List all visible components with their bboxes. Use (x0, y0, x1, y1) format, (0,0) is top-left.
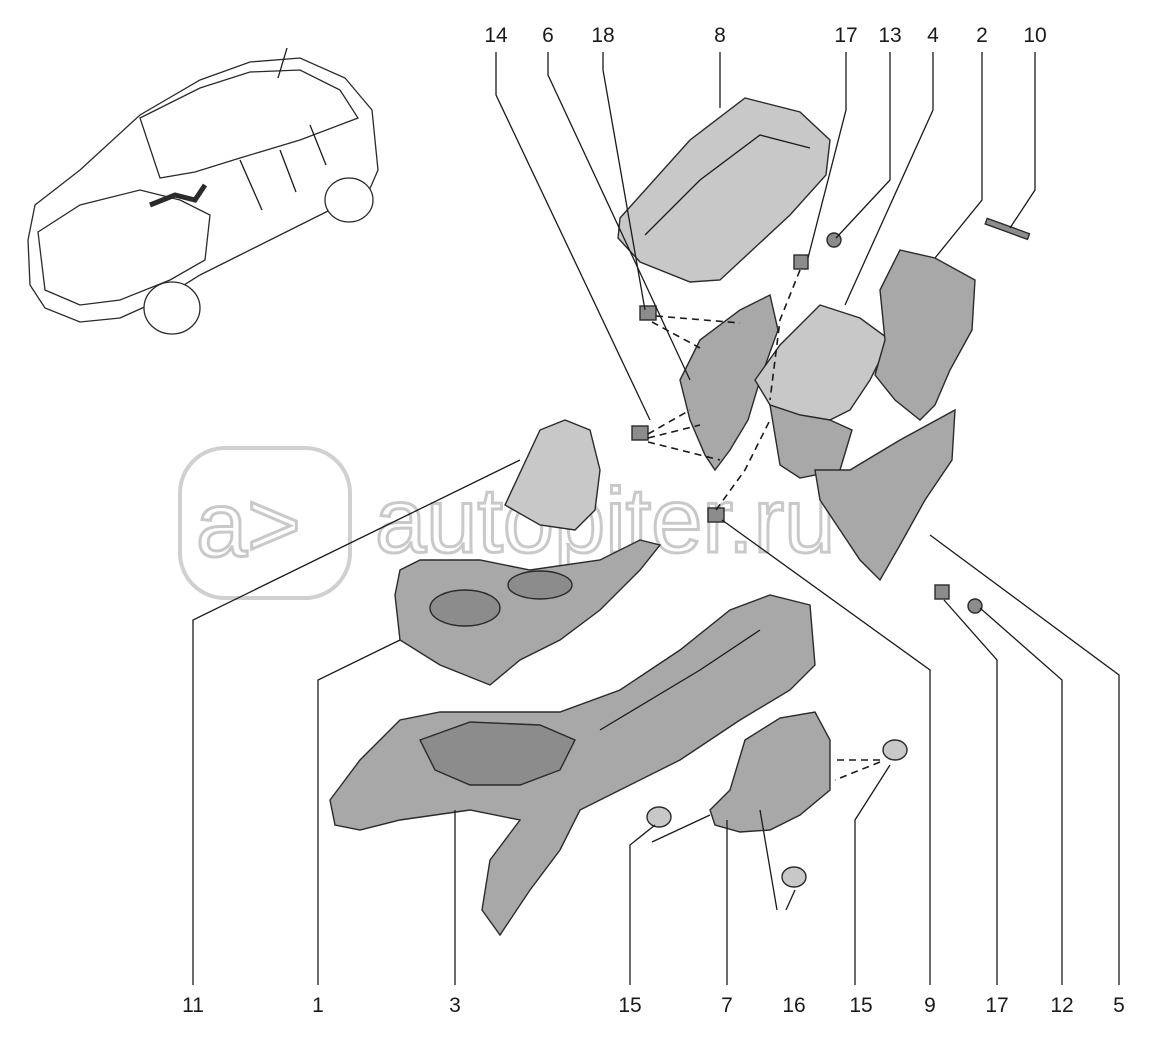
armrest-bracket (679, 293, 779, 472)
callout-label: 9 (924, 994, 936, 1017)
assembly-arrows (647, 269, 881, 781)
side-trim-panel (814, 408, 956, 582)
callout-label: 3 (449, 994, 461, 1017)
callout-label: 2 (976, 24, 988, 47)
fasteners (631, 217, 1031, 888)
callout-label: 16 (782, 994, 805, 1017)
callout-label: 7 (721, 994, 733, 1017)
callout-label: 5 (1113, 994, 1125, 1017)
top-callout-labels: 14 6 18 8 17 13 4 2 10 (484, 24, 1046, 47)
callout-label: 8 (714, 24, 726, 47)
front-console-section (394, 539, 662, 686)
callout-label: 4 (927, 24, 939, 47)
rear-floor-bracket (709, 711, 831, 833)
watermark: a> autopiter.ru (178, 446, 837, 600)
shift-boot-cover (504, 419, 601, 531)
callout-label: 13 (878, 24, 901, 47)
rear-panel (874, 249, 976, 421)
callout-label: 17 (985, 994, 1008, 1017)
bottom-callout-labels: 11 1 3 15 7 16 15 9 17 12 5 (182, 994, 1125, 1017)
callout-label: 15 (849, 994, 872, 1017)
callout-label: 6 (542, 24, 554, 47)
callout-label: 11 (182, 994, 204, 1017)
watermark-logo-glyph: a> (196, 474, 301, 576)
callout-label: 17 (834, 24, 857, 47)
main-center-console (329, 594, 816, 937)
callout-label: 12 (1050, 994, 1073, 1017)
callout-label: 18 (591, 24, 614, 47)
callout-label: 14 (484, 24, 508, 47)
watermark-logo-frame (178, 446, 352, 600)
watermark-text: autopiter.ru (375, 470, 835, 572)
leader-lines (192, 52, 1120, 985)
car-thumbnail (27, 47, 379, 335)
callout-label: 1 (312, 994, 324, 1017)
callout-label: 10 (1023, 24, 1046, 47)
callout-label: 15 (618, 994, 641, 1017)
